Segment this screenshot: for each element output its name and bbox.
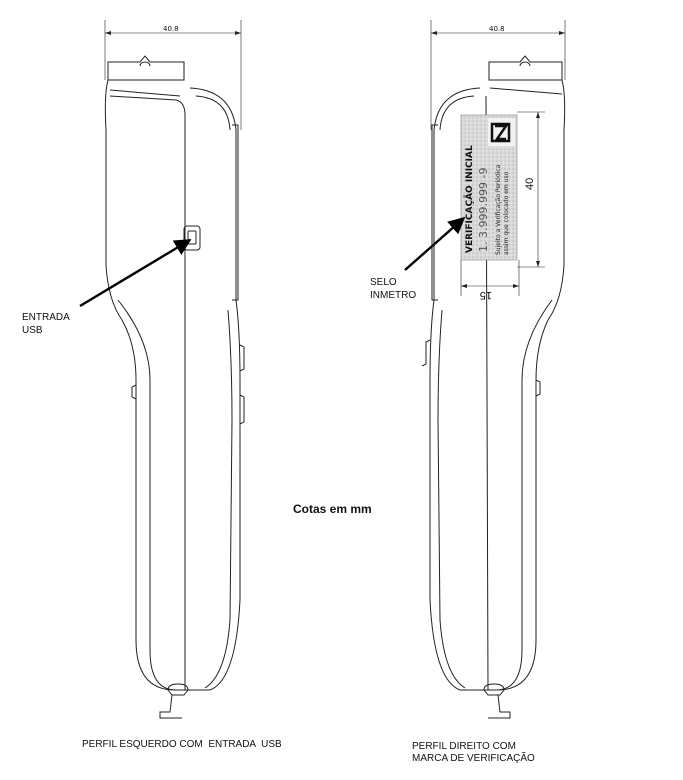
right-profile-drawing — [421, 20, 566, 719]
seal-title: VERIFICAÇÃO INICIAL — [465, 145, 475, 253]
usb-port-label: ENTRADA USB — [22, 312, 70, 336]
right-profile-caption: PERFIL DIREITO COM MARCA DE VERIFICAÇÃO — [412, 741, 535, 764]
seal-width-dimension: 15 — [479, 289, 492, 301]
seal-callout-arrow — [404, 216, 466, 271]
seal-line-1: Sujeito a Verificação Periódica — [495, 164, 502, 255]
inmetro-seal-label: SELO INMETRO — [370, 277, 417, 301]
inmetro-logo-mark — [490, 122, 511, 143]
usb-callout-arrow — [79, 238, 192, 308]
left-profile-drawing — [104, 20, 245, 719]
inmetro-seal — [460, 114, 518, 261]
right-width-dimension: 40.8 — [489, 25, 505, 33]
seal-height-dimension: 40 — [524, 177, 536, 190]
seal-number: 1. 3.999.999 -9 — [477, 167, 490, 252]
left-profile-caption: PERFIL ESQUERDO COM ENTRADA USB — [82, 739, 282, 750]
seal-line-2: assim que colocado em uso — [503, 171, 510, 255]
left-width-dimension: 40.8 — [163, 25, 179, 33]
units-note: Cotas em mm — [293, 502, 372, 516]
